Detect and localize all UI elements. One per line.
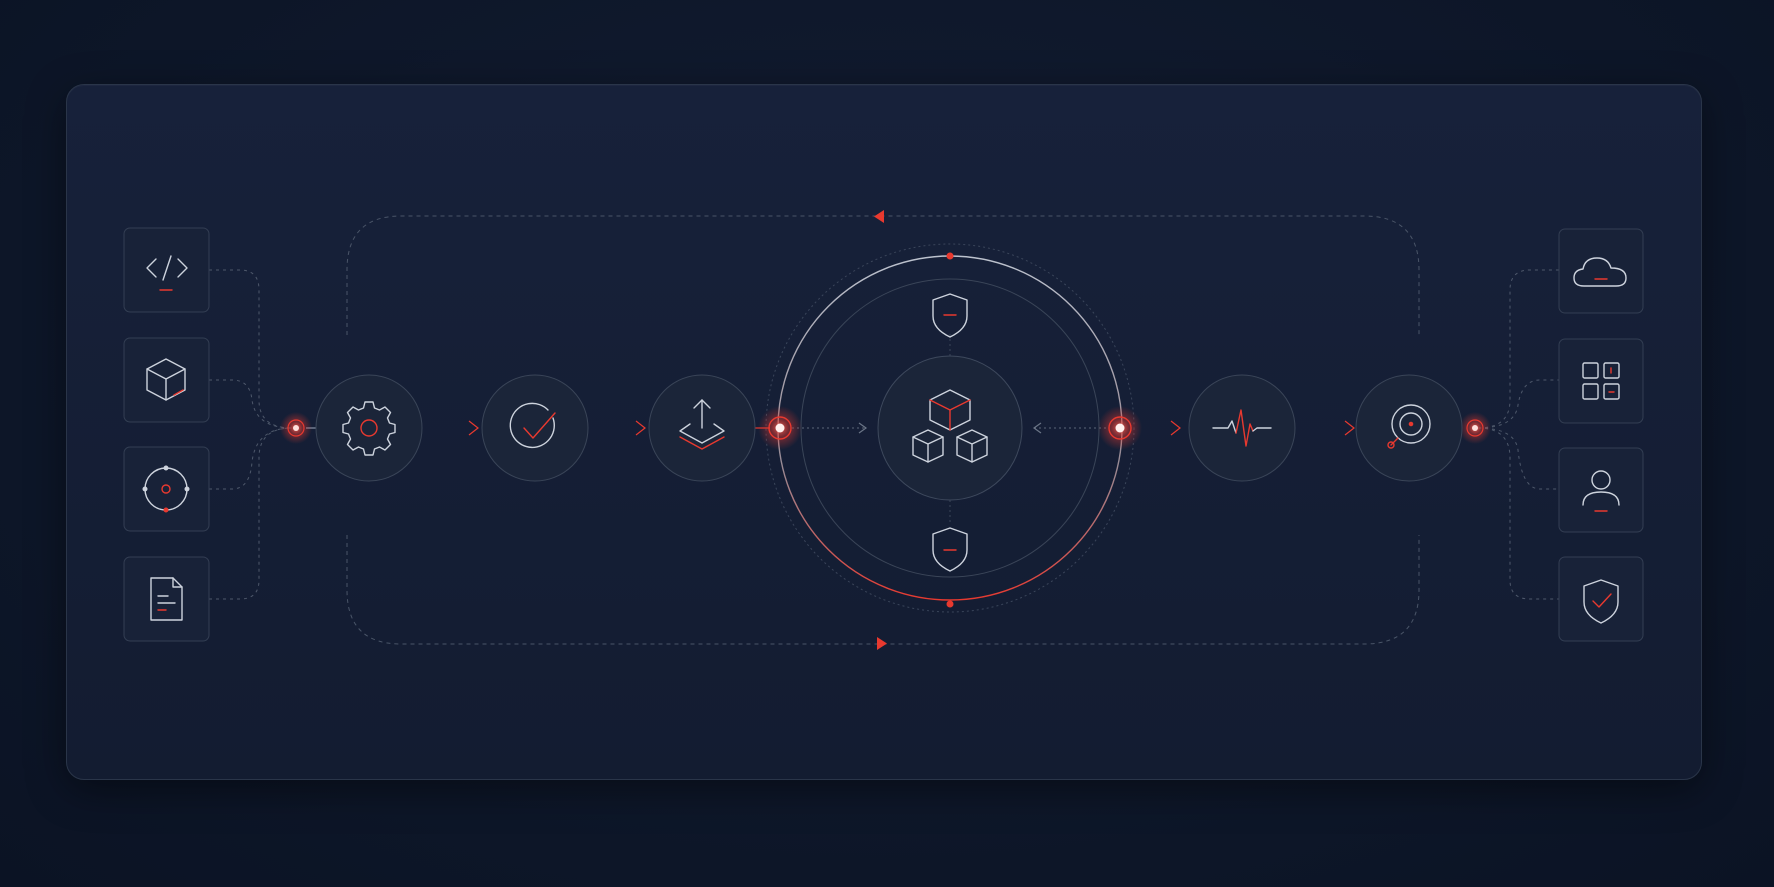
output-tiles xyxy=(1558,228,1644,642)
pulse-icon xyxy=(1212,409,1272,447)
ring-node-top xyxy=(946,252,954,260)
junction-node-hub-in xyxy=(758,406,802,450)
monitoring-stages xyxy=(1188,374,1463,482)
pipeline-stages xyxy=(315,374,756,482)
gear-icon xyxy=(342,401,396,456)
cubes-cluster-icon xyxy=(912,389,988,463)
junction-node-output xyxy=(1459,412,1491,444)
stage-deploy[interactable] xyxy=(648,374,756,482)
shield-check-icon xyxy=(1583,579,1619,624)
output-tile-cloud[interactable] xyxy=(1558,228,1644,314)
input-connectors xyxy=(209,269,293,600)
hub-shields xyxy=(932,293,968,572)
hub[interactable] xyxy=(877,355,1023,501)
cloud-icon xyxy=(1573,257,1627,287)
input-tiles xyxy=(123,227,210,642)
input-tile-code[interactable] xyxy=(123,227,210,313)
stage-configure[interactable] xyxy=(315,374,423,482)
output-tile-apps[interactable] xyxy=(1558,338,1644,424)
document-icon xyxy=(150,577,183,621)
input-tile-cube[interactable] xyxy=(123,337,210,423)
shield-icon xyxy=(932,293,968,338)
cube-icon xyxy=(146,358,186,401)
loop-arrow-top xyxy=(874,210,884,223)
shield-icon xyxy=(932,527,968,572)
user-icon xyxy=(1582,470,1620,512)
ring-node-bottom xyxy=(946,600,954,608)
glow-nodes xyxy=(280,406,1491,450)
output-connectors xyxy=(1477,269,1559,600)
output-tile-shield[interactable] xyxy=(1558,556,1644,642)
upload-layers-icon xyxy=(679,399,725,450)
junction-node-hub-out xyxy=(1098,406,1142,450)
check-circle-icon xyxy=(509,402,556,449)
output-tile-user[interactable] xyxy=(1558,447,1644,533)
stage-monitor[interactable] xyxy=(1188,374,1296,482)
junction-node-input xyxy=(280,412,312,444)
input-tile-document[interactable] xyxy=(123,556,210,642)
target-icon xyxy=(142,465,190,513)
feedback-loop xyxy=(346,210,1420,650)
stage-verify[interactable] xyxy=(481,374,589,482)
input-tile-target[interactable] xyxy=(123,446,210,532)
apps-grid-icon xyxy=(1582,362,1620,400)
loop-arrow-bottom xyxy=(877,637,887,650)
code-icon xyxy=(146,255,188,291)
inspect-icon xyxy=(1387,404,1431,449)
stage-inspect[interactable] xyxy=(1355,374,1463,482)
